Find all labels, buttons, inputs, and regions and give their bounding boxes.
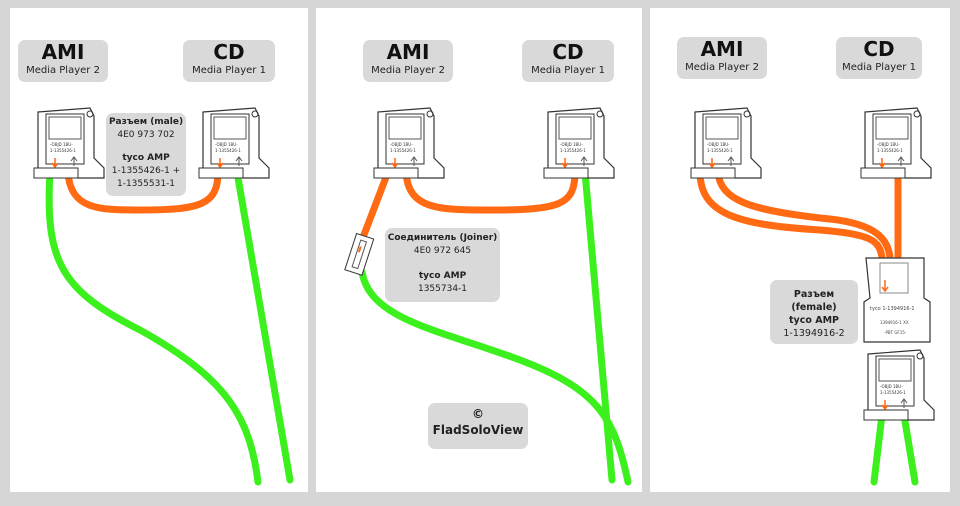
ami-label: AMI Media Player 2 bbox=[677, 37, 767, 79]
ami-connector bbox=[373, 107, 445, 179]
joiner-info: Соединитель (Joiner) 4E0 972 645 tyco AM… bbox=[385, 228, 500, 302]
ami-subtitle: Media Player 2 bbox=[685, 62, 759, 73]
info-line: 1355734-1 bbox=[417, 284, 468, 294]
info-line: 4E0 972 645 bbox=[413, 246, 472, 256]
info-line: tyco AMP bbox=[122, 153, 170, 163]
info-line: 1-1355531-1 bbox=[116, 179, 176, 189]
joiner-connector bbox=[344, 232, 375, 276]
cd-connector bbox=[198, 107, 270, 179]
cd-label: CD Media Player 1 bbox=[183, 40, 275, 82]
svg-text:tyco 1-1394916-1: tyco 1-1394916-1 bbox=[870, 306, 915, 312]
copyright-label: © FladSoloView bbox=[428, 403, 528, 449]
info-line: Соединитель (Joiner) bbox=[387, 233, 498, 243]
ami-label: AMI Media Player 2 bbox=[363, 40, 453, 82]
panel-1 bbox=[10, 8, 308, 492]
cd-connector bbox=[543, 107, 615, 179]
ami-connector bbox=[690, 107, 762, 179]
svg-text:-PBT GF15-: -PBT GF15- bbox=[884, 330, 907, 335]
green-cable bbox=[358, 268, 632, 486]
orange-cable bbox=[358, 168, 392, 244]
cd-subtitle: Media Player 1 bbox=[531, 65, 605, 76]
cd-subtitle: Media Player 1 bbox=[842, 62, 916, 73]
info-line: 1-1394916-2 bbox=[783, 328, 845, 339]
cd-title: CD bbox=[552, 40, 584, 64]
female-connector: tyco 1-1394916-1 1394916-1 XX -PBT GF15- bbox=[863, 257, 931, 343]
green-cable bbox=[45, 168, 262, 486]
copyright-text: FladSoloView bbox=[432, 423, 524, 437]
info-line: 1-1355426-1 + bbox=[111, 166, 181, 176]
green-cable bbox=[900, 411, 919, 486]
cd-label: CD Media Player 1 bbox=[836, 37, 922, 79]
cd-title: CD bbox=[213, 40, 245, 64]
ami-label: AMI Media Player 2 bbox=[18, 40, 108, 82]
info-line: Разъем (male) bbox=[108, 117, 184, 127]
orange-cable bbox=[64, 168, 222, 214]
orange-cable bbox=[696, 168, 886, 262]
cd-connector bbox=[863, 349, 935, 421]
cd-label: CD Media Player 1 bbox=[522, 40, 614, 82]
info-line: tyco AMP bbox=[418, 271, 467, 281]
info-line: 4E0 973 702 bbox=[117, 130, 175, 140]
orange-cable bbox=[714, 168, 894, 262]
ami-connector bbox=[33, 107, 105, 179]
green-cable bbox=[581, 168, 616, 484]
info-line: Разъем (female) bbox=[791, 289, 837, 313]
ami-title: AMI bbox=[41, 40, 85, 64]
svg-text:1394916-1 XX: 1394916-1 XX bbox=[880, 320, 909, 325]
female-connector-info: Разъем (female) tyco AMP 1-1394916-2 bbox=[770, 280, 858, 344]
green-cable bbox=[233, 168, 294, 484]
connector-info: Разъем (male) 4E0 973 702 tyco AMP 1-135… bbox=[106, 113, 186, 196]
ami-subtitle: Media Player 2 bbox=[26, 65, 100, 76]
ami-title: AMI bbox=[386, 40, 430, 64]
info-line: tyco AMP bbox=[789, 315, 839, 326]
cd-title: CD bbox=[863, 37, 895, 61]
green-cable bbox=[870, 411, 886, 486]
ami-title: AMI bbox=[700, 37, 744, 61]
cd-subtitle: Media Player 1 bbox=[192, 65, 266, 76]
ami-subtitle: Media Player 2 bbox=[371, 65, 445, 76]
cd-connector bbox=[860, 107, 932, 179]
copyright-symbol: © bbox=[472, 407, 484, 421]
orange-cable bbox=[402, 168, 579, 214]
